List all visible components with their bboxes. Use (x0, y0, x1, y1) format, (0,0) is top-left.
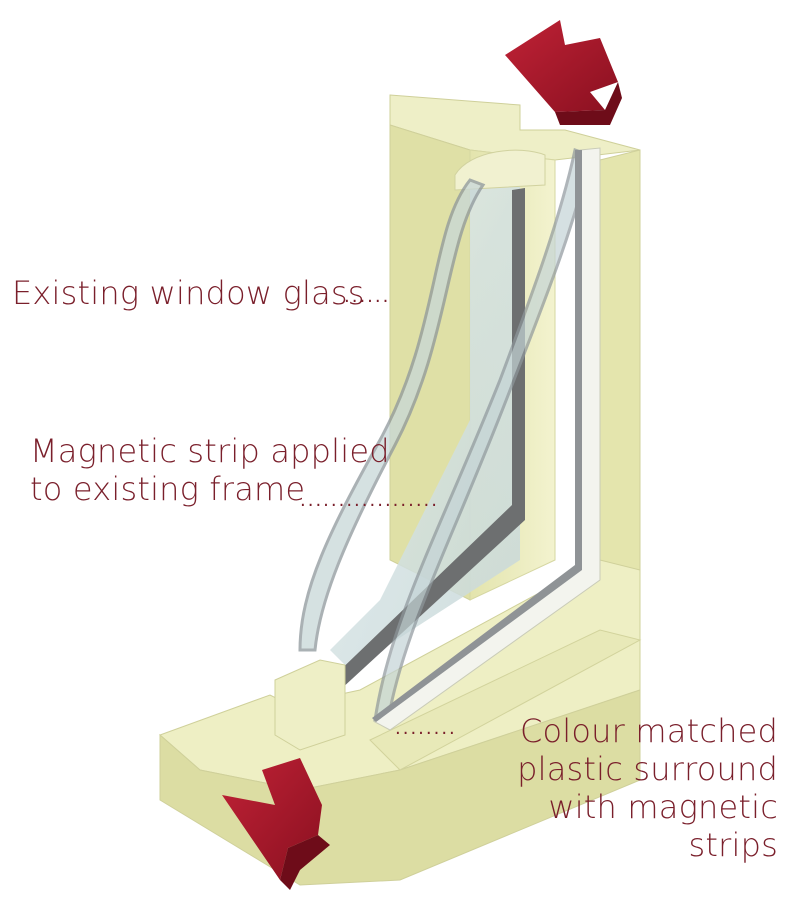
magnetic-strip-existing-frame (330, 188, 525, 690)
leader-magnetic-strip: .................. (300, 490, 439, 511)
label-magnetic-strip: Magnetic strip applied to existing frame (30, 432, 390, 508)
frame-sill-bevel (369, 629, 642, 771)
existing-pane-bead-bottom (274, 659, 346, 751)
label-magnetic-strip-line1: Magnetic strip applied (30, 432, 390, 470)
arrow-down-left-icon-shade (280, 835, 330, 890)
arrow-up-left-icon (505, 20, 618, 112)
existing-pane-bead-top (454, 149, 546, 191)
label-plastic-surround-line2: plastic surround (517, 750, 778, 788)
label-existing-glass-text: Existing window glass (12, 274, 365, 312)
label-plastic-surround-line1: Colour matched (519, 712, 778, 750)
label-plastic-surround-line3: with magnetic (548, 788, 778, 826)
arrow-down-left-icon (222, 758, 322, 880)
label-plastic-surround: Colour matched plastic surround with mag… (517, 712, 778, 864)
leader-existing-glass: ...... (344, 286, 391, 307)
label-existing-glass: Existing window glass (12, 274, 365, 312)
existing-window-glass (298, 178, 486, 652)
arrow-up-left-icon-shade (555, 82, 622, 125)
label-magnetic-strip-line2: to existing frame (30, 470, 306, 508)
leader-plastic-surround: ........ (395, 718, 457, 739)
label-plastic-surround-line4: strips (688, 826, 778, 864)
